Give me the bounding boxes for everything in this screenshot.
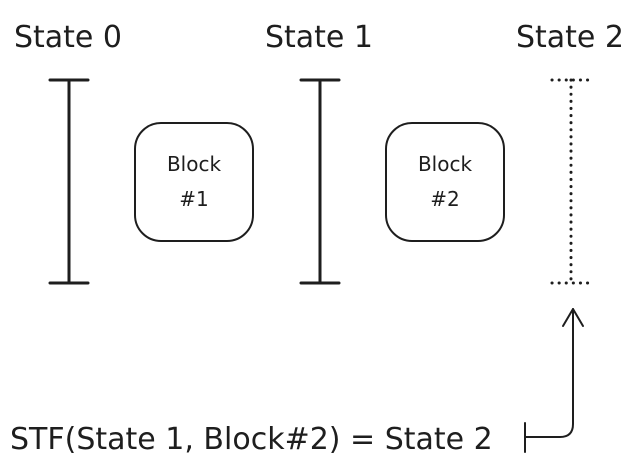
block-1-title: Block <box>167 152 222 176</box>
arrow-head-icon <box>562 308 584 327</box>
block-2-box <box>385 122 505 242</box>
block-2-number: #2 <box>430 187 459 211</box>
state-2-label: State 2 <box>516 20 624 55</box>
state-2-marker <box>550 78 592 285</box>
block-1-number: #1 <box>179 187 208 211</box>
connector-arrow <box>524 308 584 453</box>
state-0-marker <box>48 78 90 285</box>
block-1-box <box>134 122 254 242</box>
state-1-label: State 1 <box>265 20 373 55</box>
state-0-label: State 0 <box>14 20 122 55</box>
block-1: Block #1 <box>134 122 254 242</box>
connector-line <box>524 308 574 438</box>
block-2: Block #2 <box>385 122 505 242</box>
state-1-marker <box>299 78 341 285</box>
stf-formula: STF(State 1, Block#2) = State 2 <box>10 422 493 457</box>
block-2-title: Block <box>418 152 473 176</box>
